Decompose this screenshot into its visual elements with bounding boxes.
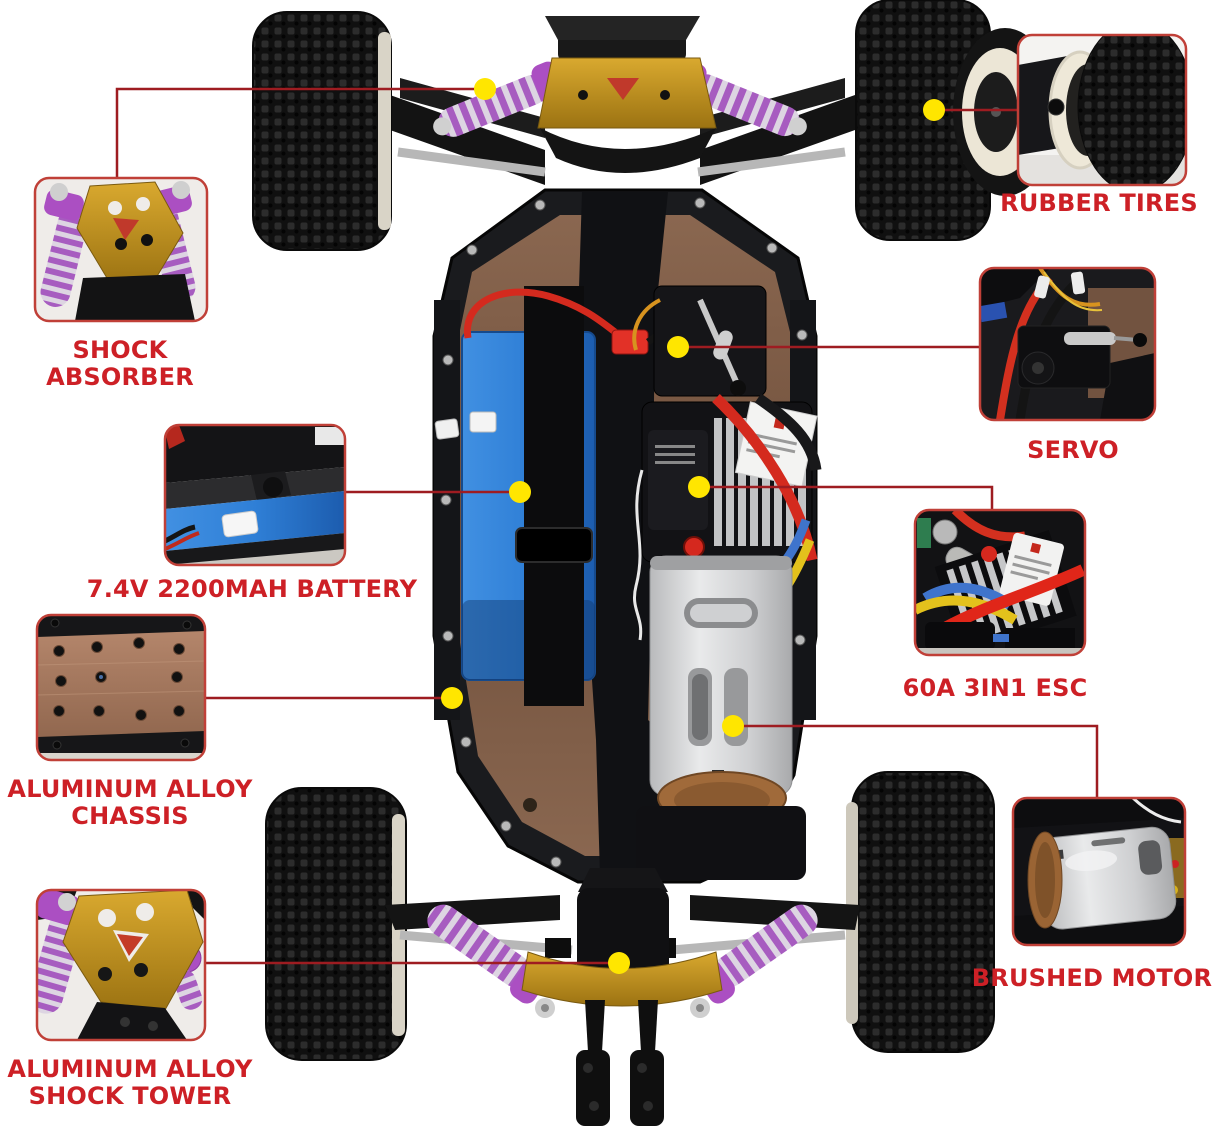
t-plug-connector bbox=[611, 329, 649, 355]
chassis-inset bbox=[35, 613, 207, 762]
rubber-tires-inset bbox=[1016, 33, 1188, 187]
chassis-label: ALUMINUM ALLOY CHASSIS bbox=[7, 775, 253, 830]
servo-inset bbox=[978, 266, 1157, 422]
shock-absorber-dot bbox=[474, 78, 496, 100]
steering-servo bbox=[632, 285, 767, 397]
esc-dot bbox=[688, 476, 710, 498]
rubber-tires-dot bbox=[923, 99, 945, 121]
shock-absorber-inset bbox=[33, 176, 209, 323]
brushed-motor-callout-line bbox=[733, 724, 1099, 798]
esc-callout-line bbox=[699, 485, 994, 510]
servo-dot bbox=[667, 336, 689, 358]
brushed-motor-can bbox=[633, 469, 806, 880]
esc-inset bbox=[913, 508, 1087, 657]
callout-lines bbox=[115, 87, 1099, 965]
brushed-motor-label: BRUSHED MOTOR bbox=[971, 964, 1213, 992]
battery-label: 7.4V 2200MAH BATTERY bbox=[86, 575, 418, 603]
brushed-motor-dot bbox=[722, 715, 744, 737]
battery-red-wire bbox=[463, 288, 628, 343]
brushed-motor-inset bbox=[1011, 796, 1187, 947]
battery-dot bbox=[509, 481, 531, 503]
battery-inset bbox=[163, 423, 347, 567]
callout-dots bbox=[441, 78, 945, 974]
rubber-tires-label: RUBBER TIRES bbox=[1000, 189, 1198, 217]
rear-right-tire bbox=[846, 771, 995, 1053]
antenna-wire bbox=[633, 469, 644, 641]
battery-strap bbox=[524, 286, 584, 706]
front-left-tire bbox=[252, 11, 392, 251]
shock-absorber-callout-line bbox=[115, 87, 485, 178]
shock-tower-inset bbox=[35, 888, 207, 1042]
rear-left-tire bbox=[265, 787, 407, 1061]
esc-unit bbox=[641, 393, 822, 627]
body-posts bbox=[576, 1000, 664, 1126]
front-suspension bbox=[390, 16, 855, 185]
battery-pack bbox=[434, 286, 719, 706]
rc-car-top-view bbox=[252, 0, 1057, 1126]
rear-shock-tower-plate bbox=[521, 951, 723, 1007]
esc-label: 60A 3IN1 ESC bbox=[902, 674, 1088, 702]
esc-power-button bbox=[683, 536, 705, 558]
shock-tower-label: ALUMINUM ALLOY SHOCK TOWER bbox=[7, 1055, 253, 1110]
shock-tower-dot bbox=[608, 952, 630, 974]
shock-absorber-label: SHOCK ABSORBER bbox=[46, 336, 194, 391]
servo-label: SERVO bbox=[1027, 436, 1119, 464]
chassis-dot bbox=[441, 687, 463, 709]
rear-suspension bbox=[385, 868, 860, 1126]
